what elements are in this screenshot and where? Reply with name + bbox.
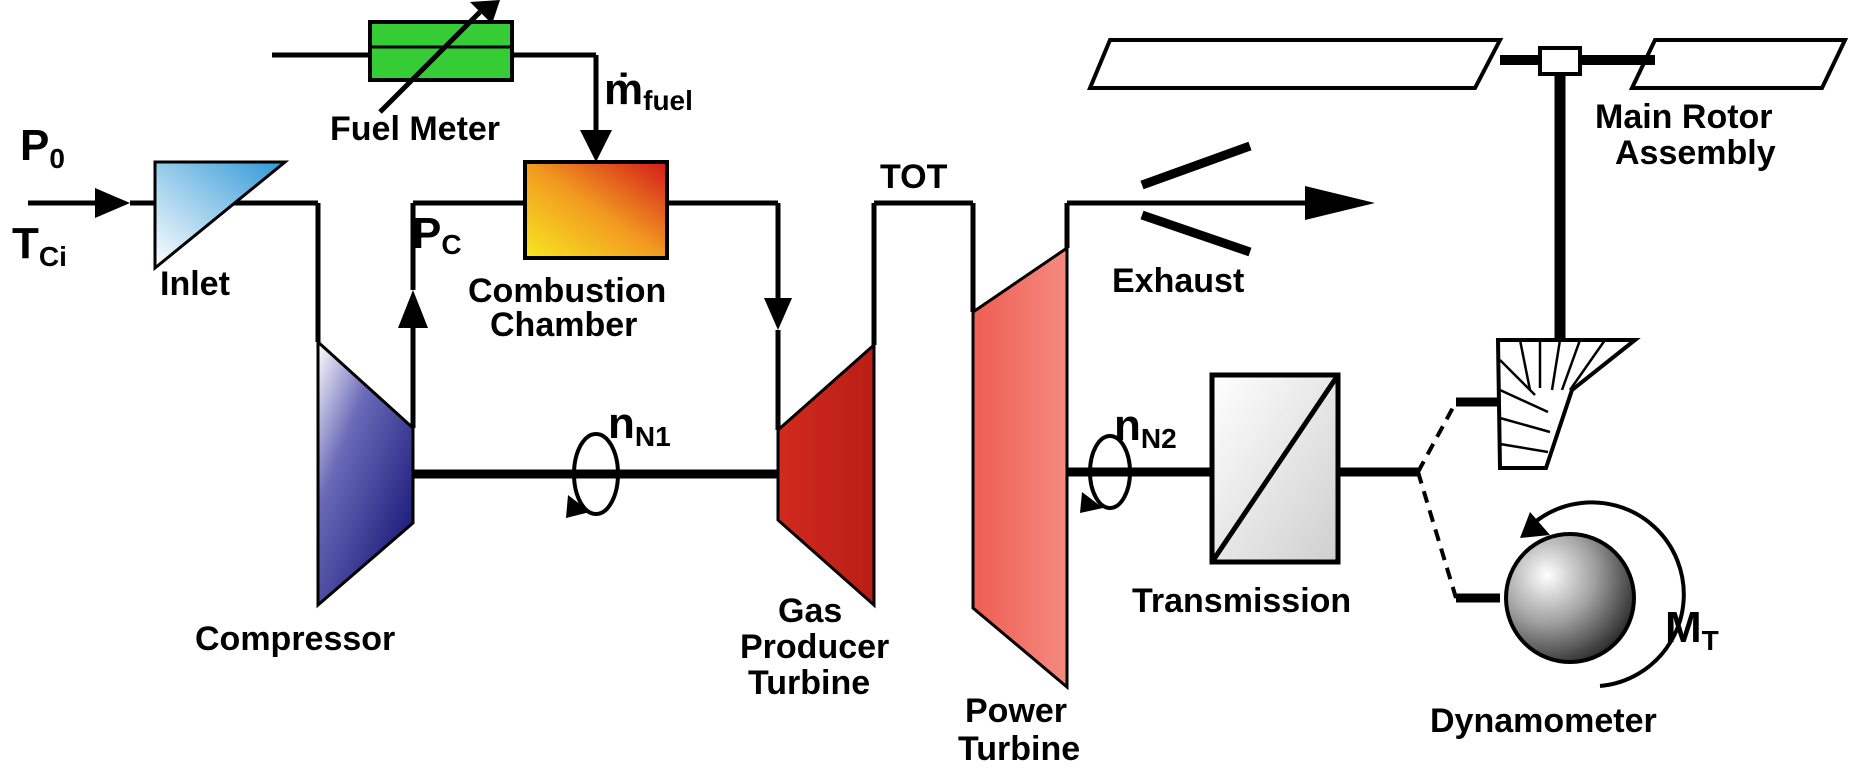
pc-symbol: P <box>412 209 441 258</box>
mt-symbol: M <box>1665 603 1702 652</box>
tci-label: TCi <box>12 219 67 272</box>
combustion-chamber-label-line2: Chamber <box>490 306 637 344</box>
nn2-symbol: n <box>1114 401 1141 450</box>
exhaust-label: Exhaust <box>1112 262 1244 300</box>
transmission-label: Transmission <box>1132 582 1351 620</box>
torque-direction-arrow-icon <box>1520 512 1550 538</box>
mt-label: MT <box>1665 603 1719 656</box>
compressor <box>316 338 415 609</box>
nn1-label: nN1 <box>608 399 671 452</box>
mt-subscript: T <box>1702 625 1719 656</box>
compressor-label: Compressor <box>195 620 395 658</box>
combustion-chamber-label-line1: Combustion <box>468 272 666 310</box>
tot-label: TOT <box>880 158 948 196</box>
fuel-flow-label: ṁfuel <box>604 65 693 116</box>
nn1-subscript: N1 <box>635 421 671 452</box>
dynamometer-label: Dynamometer <box>1430 702 1657 740</box>
main-rotor-label-line1: Main Rotor <box>1595 98 1773 136</box>
nn2-subscript: N2 <box>1141 423 1177 454</box>
pc-subscript: C <box>441 229 461 260</box>
power-turbine <box>971 245 1069 691</box>
inlet <box>153 160 290 272</box>
gas-producer-turbine-label-line2: Producer <box>740 628 889 666</box>
gas-producer-turbine-label-line1: Gas <box>778 592 842 630</box>
p0-label: P0 <box>20 121 65 174</box>
compressor-discharge-line <box>398 200 525 428</box>
n1-rotation-icon <box>566 432 620 518</box>
rotor-bevel-gear <box>1495 338 1641 470</box>
power-turbine-label-line2: Turbine <box>958 730 1080 768</box>
gas-producer-turbine-label-line3: Turbine <box>748 664 870 702</box>
tci-subscript: Ci <box>39 241 67 272</box>
nn2-label: nN2 <box>1114 401 1177 454</box>
fuel-flow-symbol: ṁ <box>604 65 643 114</box>
fuel-flow-subscript: fuel <box>643 85 693 116</box>
coupling-links <box>1416 401 1458 599</box>
main-rotor-label-line2: Assembly <box>1615 134 1776 172</box>
transmission <box>1209 372 1341 565</box>
n2-rotation-icon <box>1080 434 1132 513</box>
nn1-symbol: n <box>608 399 635 448</box>
fuel-meter-label: Fuel Meter <box>330 110 500 148</box>
p0-symbol: P <box>20 121 49 170</box>
main-rotor-blades <box>1087 38 1849 90</box>
exhaust-vanes <box>1140 141 1252 257</box>
fuel-meter <box>368 0 514 114</box>
exhaust-flow <box>1064 186 1375 248</box>
p0-subscript: 0 <box>49 143 65 174</box>
tot-duct <box>871 200 976 345</box>
gas-producer-turbine <box>776 341 876 609</box>
tci-symbol: T <box>12 219 39 268</box>
dynamometer <box>1504 500 1686 688</box>
pc-label: PC <box>412 209 462 260</box>
combustion-chamber <box>523 160 669 260</box>
inlet-label: Inlet <box>160 265 230 303</box>
inlet-flow-arrow <box>28 188 130 218</box>
power-turbine-label-line1: Power <box>965 692 1067 730</box>
combustor-to-turbine-line <box>667 200 792 430</box>
